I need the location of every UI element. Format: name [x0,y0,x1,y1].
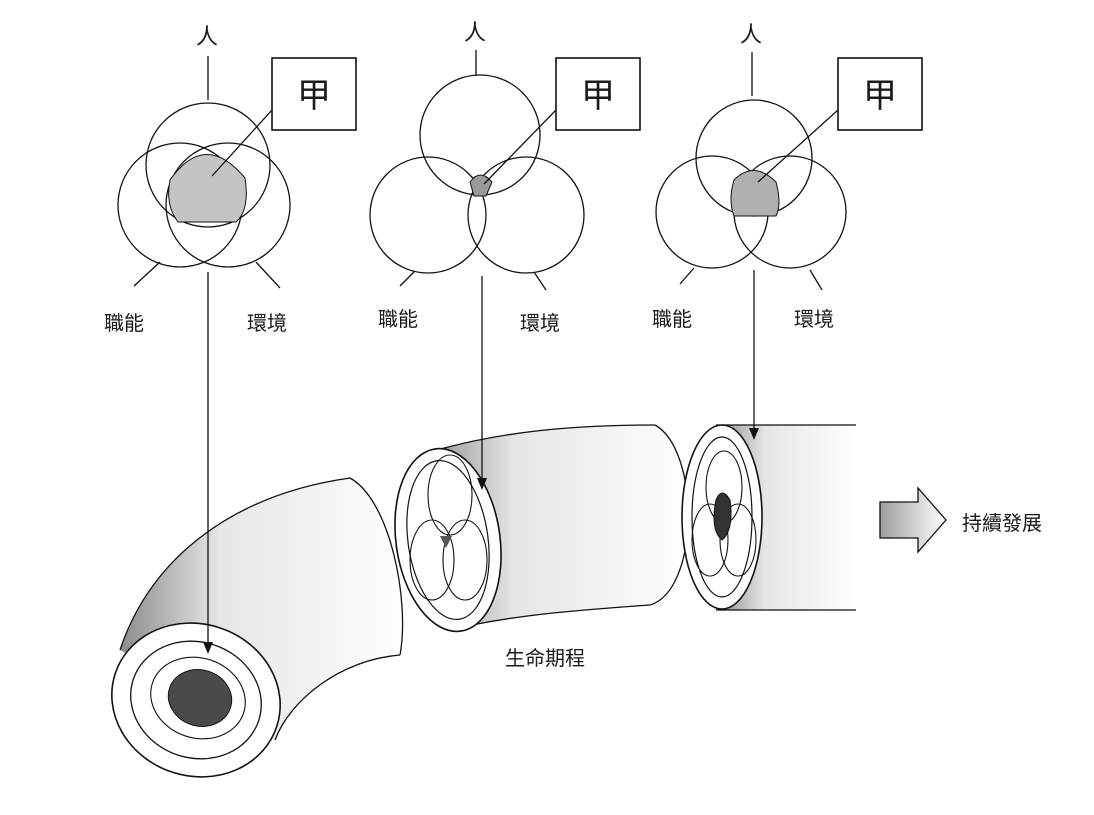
tube-segment-3 [681,424,856,611]
venn-group-3: 人 甲 職能 環境 [652,23,923,331]
venn3-box-pointer [757,109,839,183]
venn3-overlap-area [730,170,780,217]
tube2-inner-circle-function [409,519,455,601]
sustainable-arrow-group: 持續發展 [879,486,1042,554]
life-course-label: 生命期程 [505,646,585,670]
venn1-environment-pointer [255,261,281,289]
venn3-person-label: 人 [740,23,762,48]
venn2-overlap-area [469,174,493,197]
tube-segment-2 [394,424,690,633]
venn-group-1: 人 甲 職能 環境 [104,25,357,335]
venn1-overlap-area [168,154,247,223]
venn-group-2: 人 甲 職能 環境 [369,21,641,335]
venn2-key-box [555,57,641,131]
tube2-inner-circle-environment [442,519,488,601]
tube1-inner-circle [150,656,246,740]
venn3-function-label: 職能 [652,307,692,331]
tube1-far-rim [349,477,404,656]
venn1-person-label: 人 [196,25,218,50]
tube-segment-1 [111,477,406,778]
venn3-environment-label: 環境 [794,307,834,331]
tube2-top-edge [419,424,656,456]
venn2-function-pointer [399,271,415,287]
venn2-function-label: 職能 [378,307,418,331]
venn1-circle-person [145,102,271,228]
venn1-environment-label: 環境 [247,311,287,335]
venn2-environment-pointer [533,271,547,291]
tube1-overlap-core [167,669,233,727]
sustainable-dev-label: 持續發展 [962,511,1042,535]
projection-arrow-2 [477,478,487,490]
venn2-circle-environment [467,156,585,274]
tube1-top-edge [119,477,351,651]
tube3-inner-circle-environment [719,503,757,577]
venn1-function-label: 職能 [104,311,144,335]
venn1-circle-environment [165,142,291,268]
tube2-inner-circle-person [427,454,473,536]
venn1-function-pointer [133,261,161,287]
venn3-key-box [837,57,923,131]
tube1-bottom-edge [274,654,401,741]
venn3-function-pointer [679,267,695,285]
tube2-overlap-core [440,536,452,548]
venn1-key-box [271,57,357,131]
venn2-environment-label: 環境 [520,311,560,335]
venn1-key-box-label: 甲 [297,76,331,116]
projection-arrow-3 [749,428,759,440]
venn2-person-label: 人 [464,21,486,46]
venn2-circle-function [369,156,487,274]
tube3-inner-circle-function [691,503,729,577]
venn1-box-pointer [211,109,273,177]
sustainable-arrow-icon [879,486,947,554]
venn2-key-box-label: 甲 [581,76,615,116]
venn2-box-pointer [483,109,557,185]
venn3-environment-pointer [809,269,823,291]
venn3-key-box-label: 甲 [863,76,897,116]
tube3-overlap-core [713,492,732,541]
projection-arrow-1 [203,642,213,654]
